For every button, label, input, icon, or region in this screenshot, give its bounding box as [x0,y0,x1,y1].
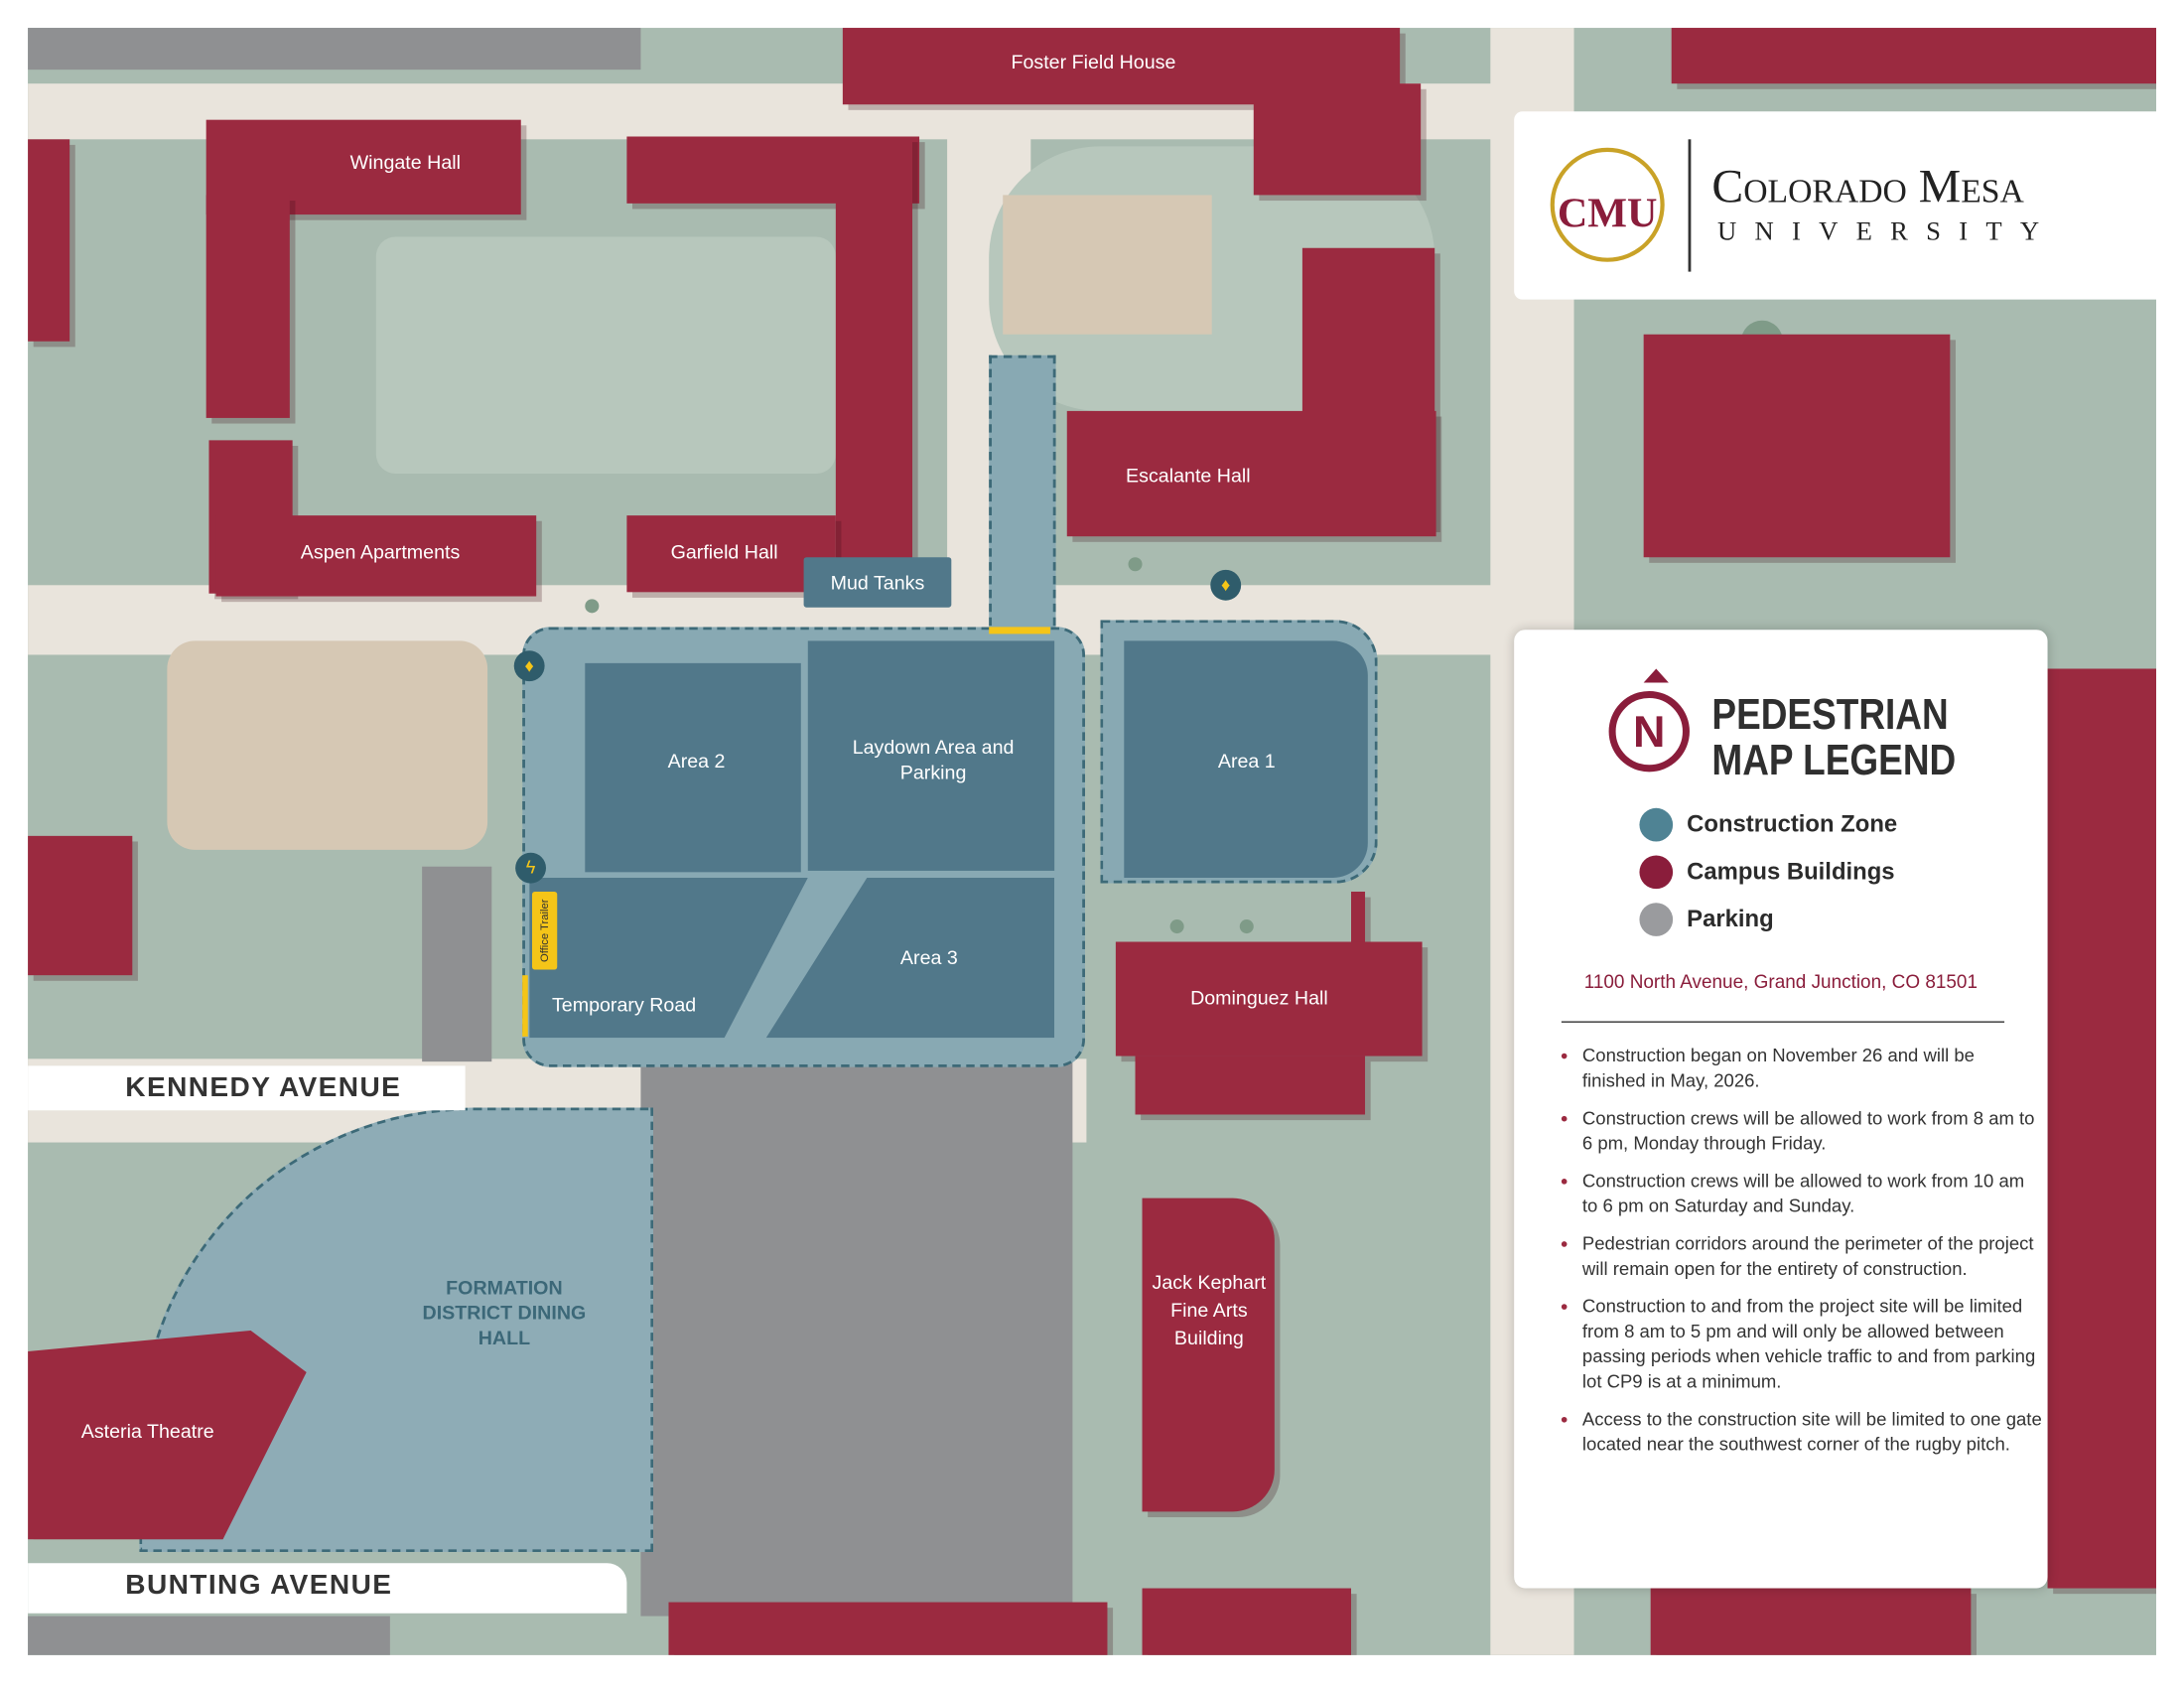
building-part [668,1602,1108,1655]
legend-item-construction-zone: Construction Zone [1639,807,1897,842]
area-1[interactable]: Area 1 [1124,640,1368,878]
building-aspen-apartments[interactable]: Aspen Apartments [215,515,537,597]
note-item: Access to the construction site will be … [1582,1407,2042,1458]
temporary-road-label: Temporary Road [551,993,697,1016]
arrow-head [1643,668,1669,683]
building-part [1135,1056,1366,1115]
building-part [835,136,913,583]
building-escalante-hall[interactable]: Escalante Hall [1066,410,1436,537]
tree [1128,557,1143,572]
note-item: Construction began on November 26 and wi… [1582,1044,2042,1094]
university-name: Colorado Mesa [1711,161,2024,213]
note-item: Construction crews will be allowed to wo… [1582,1169,2042,1219]
gate-marker [989,627,1050,634]
university-subtitle: UNIVERSITY [1717,216,2058,247]
fire-hydrant-icon: ♦ [1210,569,1242,601]
campus-buildings-swatch [1639,855,1674,890]
parking-lot [28,28,641,70]
divider [1688,139,1692,272]
construction-zone-swatch [1639,807,1674,842]
parking-lot [28,1616,390,1655]
legend-item-parking: Parking [1639,903,1774,936]
legend-item-campus-buildings: Campus Buildings [1639,855,1895,890]
laydown-area[interactable]: Laydown Area and Parking [807,640,1055,871]
note-item: Construction to and from the project sit… [1582,1294,2042,1394]
tree [1169,919,1184,934]
area-2[interactable]: Area 2 [585,662,801,873]
power-icon: ϟ [515,852,547,884]
street-bunting-avenue: BUNTING AVENUE [28,1563,627,1614]
lawn [375,236,836,475]
construction-corridor [989,354,1056,640]
area-3-label: Area 3 [899,945,958,969]
building-part [1142,1588,1352,1655]
courts [1003,195,1212,335]
address: 1100 North Avenue, Grand Junction, CO 81… [1583,970,1979,993]
university-logo-panel: CMU Colorado Mesa UNIVERSITY [1514,111,2156,300]
gate-marker [522,975,528,1037]
construction-notes: Construction began on November 26 and wi… [1556,1044,2042,1470]
fire-hydrant-icon: ♦ [513,650,545,682]
building-part [205,195,290,418]
parking-swatch [1639,903,1674,936]
building-part [1650,1588,1972,1655]
building-part [28,835,133,976]
building-part [1351,891,1366,948]
building-part [28,139,70,342]
building-garfield-hall[interactable]: Garfield Hall [626,515,836,593]
office-trailer[interactable]: Office Trailer [531,891,558,970]
building-part [1671,28,2156,84]
street-kennedy-avenue: KENNEDY AVENUE [28,1065,466,1111]
parking-lot [422,866,492,1062]
track [167,640,488,850]
mud-tanks[interactable]: Mud Tanks [803,557,952,608]
building-part [1643,334,1951,558]
parking-lot-cp9 [640,1058,1073,1617]
tree [585,599,600,614]
north-arrow-icon: N [1608,690,1690,773]
building-part [1253,83,1422,196]
note-item: Pedestrian corridors around the perimete… [1582,1231,2042,1282]
divider [1561,1021,2005,1023]
note-item: Construction crews will be allowed to wo… [1582,1106,2042,1157]
building-dominguez-hall[interactable]: Dominguez Hall [1115,941,1423,1056]
building-jack-kephart-fine-arts[interactable]: Jack Kephart Fine Arts Building [1142,1197,1275,1512]
cmu-monogram-logo: CMU [1550,147,1665,262]
building-part [2047,668,2156,1589]
tree [1239,919,1254,934]
building-asteria-theatre[interactable]: Asteria Theatre [28,1330,307,1540]
